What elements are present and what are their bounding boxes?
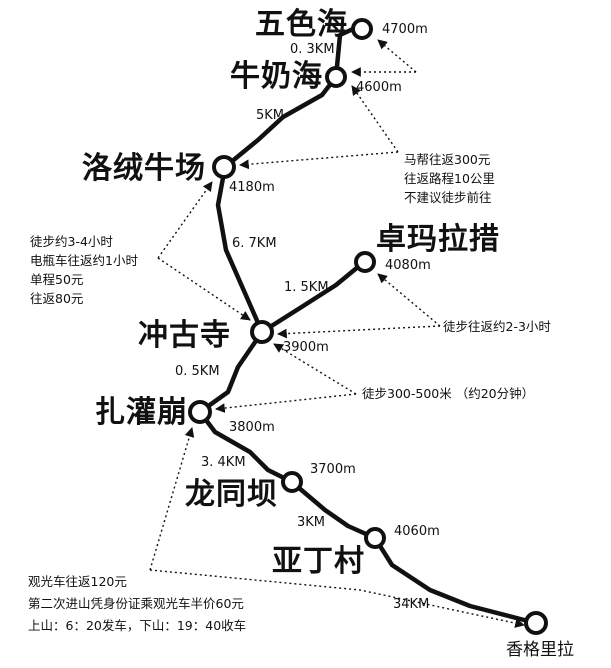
alt-yading: 4060m [394, 524, 440, 539]
arrow-walk-to-chonggu [157, 257, 251, 321]
place-yading: 亚丁村 [272, 544, 365, 579]
note-bus: 观光车往返120元 第二次进山凭身份证乘观光车半价60元 上山：6：20发车，下… [28, 571, 246, 637]
node-chonggu [250, 320, 274, 344]
arrow-walk-to-luorong [157, 181, 213, 259]
place-zhuoma: 卓玛拉措 [376, 222, 500, 257]
dist-chonggu-zhaguan: 0. 5KM [175, 364, 220, 379]
arrow-zhaguan-walk-to-chonggu [273, 343, 357, 395]
arrow-wuse [377, 39, 417, 73]
arrow-zhuoma-walk-to-zhuoma [377, 273, 441, 327]
node-zhuoma [354, 251, 376, 273]
route-main [197, 26, 531, 624]
place-luorong: 洛绒牛场 [82, 151, 206, 186]
arrow-horse-to-niunai [351, 85, 399, 153]
alt-luorong: 4180m [229, 180, 275, 195]
arrow-zhaguan-walk-to-zhaguan [215, 393, 357, 413]
note-horse-line: 往返路程10公里 [404, 171, 495, 186]
dist-wuse-niunai: 0. 3KM [290, 42, 335, 57]
arrow-horse-to-luorong [239, 151, 399, 170]
route-zhuoma-branch [259, 259, 367, 335]
note-bus-line: 第二次进山凭身份证乘观光车半价60元 [28, 596, 244, 611]
note-horse: 马帮往返300元 往返路程10公里 不建议徒步前往 [404, 150, 495, 207]
arrow-zhuoma-walk-to-chonggu [277, 325, 441, 339]
note-bus-line: 观光车往返120元 [28, 574, 127, 589]
alt-wuse: 4700m [382, 22, 428, 37]
note-walk-line: 电瓶车往返约1小时 [30, 253, 138, 268]
note-zhaguan-walk: 徒步300-500米 （约20分钟） [362, 386, 535, 401]
dist-niunai-luorong: 5KM [256, 108, 285, 123]
place-zhaguan: 扎灌崩 [95, 395, 188, 430]
place-niunai: 牛奶海 [230, 59, 323, 94]
node-luorong [212, 155, 236, 179]
note-horse-line: 马帮往返300元 [404, 152, 491, 167]
note-walk-line: 往返80元 [30, 291, 84, 306]
note-walk-line: 徒步约3-4小时 [30, 234, 113, 249]
alt-zhuoma: 4080m [385, 258, 431, 273]
alt-longtong: 3700m [310, 462, 356, 477]
alt-niunai: 4600m [356, 80, 402, 95]
place-chonggu: 冲古寺 [138, 318, 231, 353]
alt-zhaguan: 3800m [229, 420, 275, 435]
node-zhaguan [188, 400, 212, 424]
node-niunai [325, 66, 347, 88]
node-yading [364, 527, 386, 549]
dist-longtong-yading: 3KM [297, 515, 326, 530]
dist-yading-xianggelila: 34KM [393, 597, 430, 612]
note-walk-left: 徒步约3-4小时 电瓶车往返约1小时 单程50元 往返80元 [30, 232, 138, 308]
place-longtong: 龙同坝 [185, 477, 278, 512]
note-walk-line: 单程50元 [30, 272, 84, 287]
note-zhuoma-walk: 徒步往返约2-3小时 [443, 319, 551, 334]
dist-zhaguan-longtong: 3. 4KM [201, 455, 246, 470]
alt-chonggu: 3900m [283, 340, 329, 355]
arrow-bus-line [149, 569, 525, 628]
dist-chonggu-zhuoma: 1. 5KM [284, 280, 329, 295]
dist-luorong-chonggu: 6. 7KM [232, 236, 277, 251]
note-bus-line: 上山：6：20发车，下山：19：40收车 [28, 618, 247, 633]
node-xianggelila [524, 611, 548, 635]
place-wuse: 五色海 [255, 7, 348, 42]
note-horse-line: 不建议徒步前往 [404, 190, 492, 205]
node-longtong [281, 471, 303, 493]
place-xianggelila: 香格里拉 [506, 640, 574, 660]
node-wuse [351, 18, 373, 40]
